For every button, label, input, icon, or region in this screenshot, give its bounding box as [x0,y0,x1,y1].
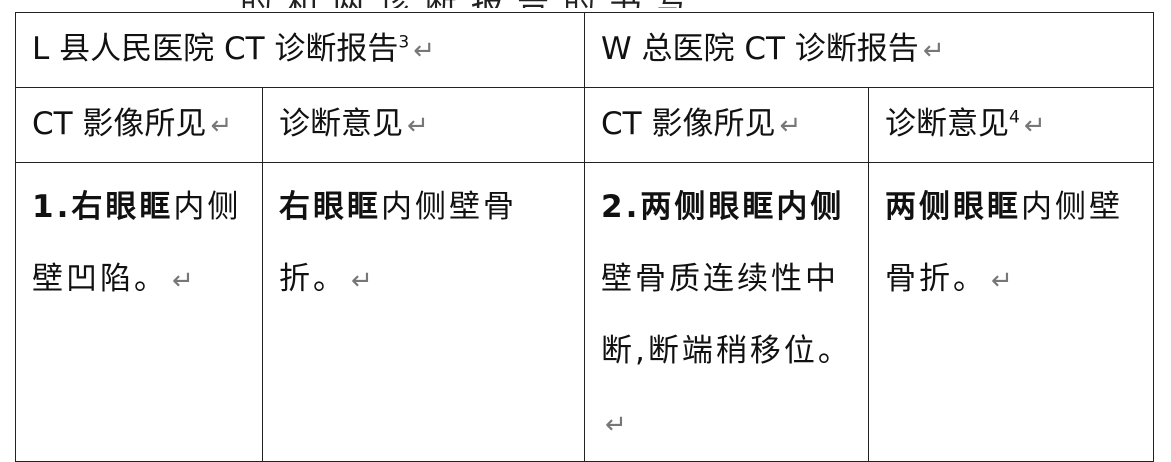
paragraph-mark-icon: ↵ [407,111,429,141]
l-ct-findings-cell: 1.右眼眶内侧壁凹陷。↵ [15,162,263,462]
footnote-4: 4 [1009,107,1020,128]
paragraph-mark-icon: ↵ [172,266,197,296]
paragraph-mark-icon: ↵ [779,111,802,141]
paragraph-mark-icon: ↵ [210,111,233,141]
col-header-diagnosis-l: 诊断意见↵ [261,87,586,163]
ct-report-comparison-table: L 县人民医院 CT 诊断报告3↵ W 总医院 CT 诊断报告↵ CT 影像所见… [14,12,1155,462]
paragraph-mark-icon: ↵ [922,36,945,66]
l-county-hospital-header: L 县人民医院 CT 诊断报告3↵ [14,12,586,88]
paragraph-mark-icon: ↵ [351,266,376,296]
column-header-row: CT 影像所见↵ 诊断意见↵ CT 影像所见↵ 诊断意见4↵ [15,87,1155,163]
hospital-header-row: L 县人民医院 CT 诊断报告3↵ W 总医院 CT 诊断报告↵ [14,12,1155,88]
col-header-diagnosis-w: 诊断意见4↵ [868,87,1155,163]
footnote-3: 3 [398,32,410,53]
l-diagnosis-cell: 右眼眶内侧壁骨折。↵ [261,162,586,462]
w-general-hospital-header: W 总医院 CT 诊断报告↵ [584,12,1155,88]
clipped-top-text: 的 和 两 诊 断 报 告 的 书 写 [240,0,740,8]
col-header-ct-findings-w: CT 影像所见↵ [584,87,870,163]
w-diagnosis-cell: 两侧眼眶内侧壁骨折。↵ [868,162,1155,462]
l-county-hospital-title: L 县人民医院 CT 诊断报告 [32,31,399,67]
col-header-ct-findings-l: CT 影像所见↵ [15,87,263,163]
paragraph-mark-icon: ↵ [413,36,436,66]
w-ct-findings-cell: 2.两侧眼眶内侧壁骨质连续性中断,断端稍移位。↵ [584,162,870,462]
paragraph-mark-icon: ↵ [605,410,630,440]
w-general-hospital-title: W 总医院 CT 诊断报告 [601,31,919,67]
paragraph-mark-icon: ↵ [991,266,1016,296]
paragraph-mark-icon: ↵ [1023,111,1046,141]
report-content-row: 1.右眼眶内侧壁凹陷。↵ 右眼眶内侧壁骨折。↵ 2.两侧眼眶内侧壁骨质连续性中断… [15,162,1155,462]
